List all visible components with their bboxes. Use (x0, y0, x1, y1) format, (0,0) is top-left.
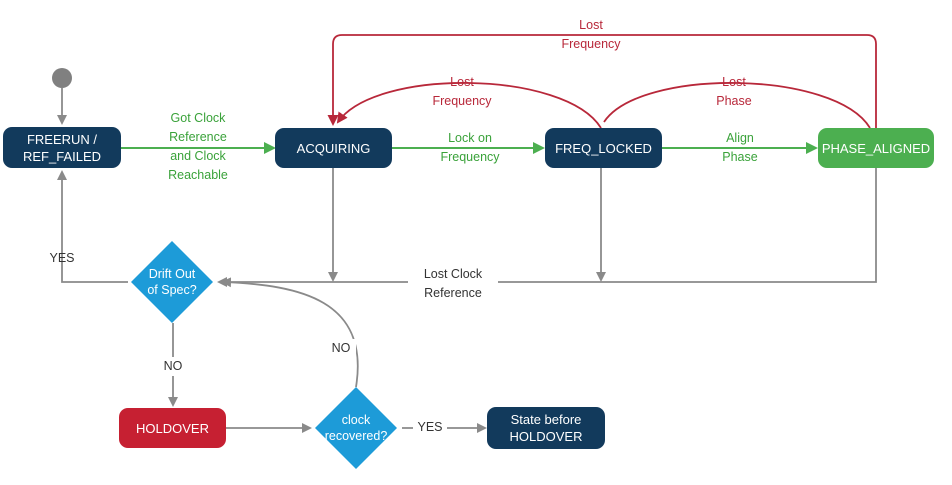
state-before-holdover[interactable]: State before HOLDOVER (487, 407, 605, 449)
label-no-down: NO (158, 357, 188, 376)
drift-diamond-label: Drift Out of Spec? (147, 267, 197, 297)
label-align-phase: Align Phase (722, 131, 758, 164)
decision-drift-out-of-spec[interactable]: Drift Out of Spec? (130, 240, 214, 324)
decision-clock-recovered[interactable]: clock recovered? (314, 386, 398, 470)
state-freq-locked[interactable]: FREQ_LOCKED (545, 128, 662, 168)
label-no-back: NO (326, 339, 356, 358)
arrow-lost-phase (603, 82, 871, 129)
label-lost-frequency-outer: Lost Frequency (561, 18, 621, 51)
label-lost-frequency-inner: Lost Frequency (432, 75, 492, 108)
label-lost-clock-reference: Lost Clock Reference (408, 265, 498, 303)
label-lost-phase: Lost Phase (716, 75, 752, 108)
recovered-diamond-label: clock recovered? (324, 413, 388, 443)
label-lock-on-frequency: Lock on Frequency (440, 131, 500, 164)
arrow-yes-to-freerun (57, 170, 128, 283)
state-acquiring[interactable]: ACQUIRING (275, 128, 392, 168)
state-holdover[interactable]: HOLDOVER (119, 408, 226, 448)
label-got-clock-reference: Got Clock Reference and Clock Reachable (168, 111, 228, 182)
label-yes-right: YES (413, 418, 447, 437)
arrow-lost-frequency-inner (336, 82, 602, 129)
arrow-lost-frequency-outer (327, 34, 877, 128)
state-freerun[interactable]: FREERUN / REF_FAILED (3, 127, 121, 168)
state-phase-aligned[interactable]: PHASE_ALIGNED (818, 128, 934, 168)
line-lost-clock-reference (217, 168, 877, 287)
label-yes-left: YES (49, 251, 75, 265)
arrow-no-back-to-drift (221, 277, 359, 388)
start-node (52, 68, 72, 88)
